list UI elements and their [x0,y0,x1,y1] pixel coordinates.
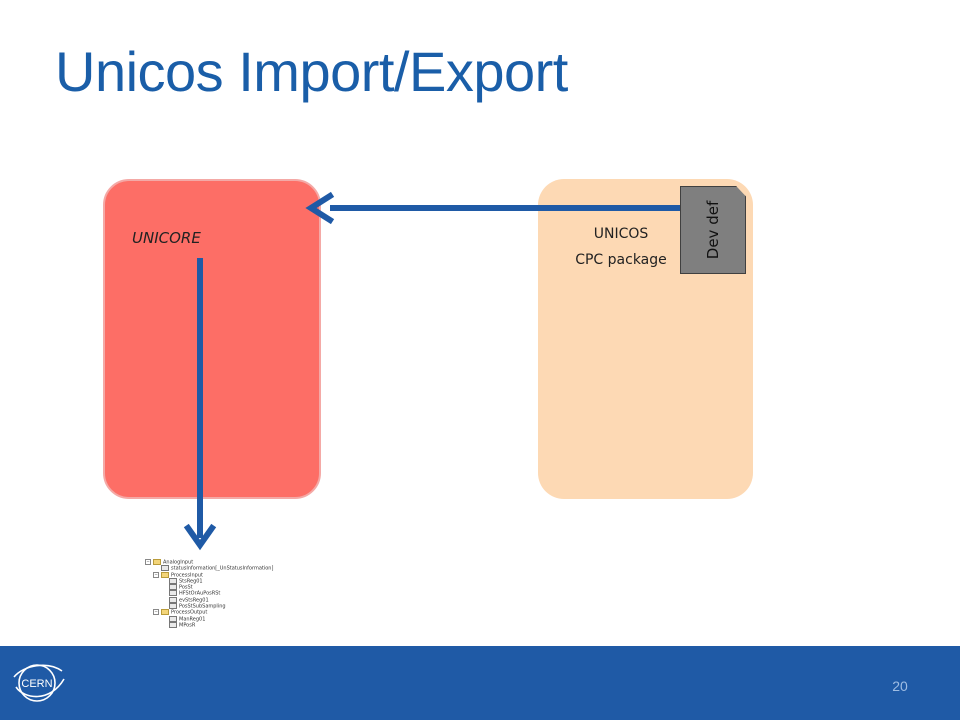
tree-row-label: AnalogInput [163,559,194,566]
export-arrow [305,191,690,225]
unicos-label-line2: CPC package [575,252,667,268]
folder-icon [161,609,169,616]
tree-row-label: statusInformation[_UnStatusInformation] [171,565,274,572]
tree-row[interactable]: PosSt [145,584,285,591]
tree-row[interactable]: − AnalogInput [145,559,285,566]
variable-icon [169,590,177,597]
tree-row-label: ProcessOutput [171,609,208,616]
variable-icon [169,584,177,591]
tree-expander-icon[interactable]: − [153,571,159,578]
cern-logo-icon: CERN [13,664,65,702]
folder-icon [161,571,169,578]
unicos-label-line1: UNICOS [593,226,649,242]
tree-row[interactable]: ManReg01 [145,615,285,623]
tree-row-label: StsReg01 [179,578,203,585]
dev-def-label-wrap: Dev def [680,186,746,274]
import-arrow [183,258,217,551]
variable-icon [169,621,177,628]
tree-row-label: PosStSubSampling [179,603,226,610]
tree-row[interactable]: − ProcessOutput [145,609,285,616]
dev-def-label: Dev def [704,200,722,260]
variable-icon [161,565,169,572]
tree-row[interactable]: evStsReg01 [145,596,285,604]
tree-row-label: PosSt [179,584,193,591]
tree-row-label: ManReg01 [179,616,206,623]
tree-row[interactable]: MPosR [145,621,285,629]
unicos-label: UNICOS CPC package [566,221,676,273]
tree-row-label: evStsReg01 [179,597,209,604]
tree-row[interactable]: − ProcessInput [145,571,285,579]
footer-bar [0,646,960,720]
tree-row[interactable]: StsReg01 [145,577,285,585]
page-number: 20 [892,678,908,694]
tree-row-label: MPosR [179,622,196,629]
cern-logo-text: CERN [21,678,52,690]
dev-def-tab [680,186,746,274]
tree-row[interactable]: PosStSubSampling [145,603,285,610]
tree-row[interactable]: HFStOrAuPosRSt [145,590,285,597]
tree-row-label: ProcessInput [171,572,203,579]
variable-icon [169,596,177,603]
tree-row-label: HFStOrAuPosRSt [179,590,221,597]
tree-expander-icon[interactable]: − [145,559,151,565]
slide-title: Unicos Import/Export [55,40,568,103]
folder-icon [153,559,161,565]
tree-row[interactable]: statusInformation[_UnStatusInformation] [145,565,285,572]
variable-icon [169,615,177,622]
tree-expander-icon[interactable]: − [153,609,159,616]
variable-icon [169,603,177,610]
unicore-box [103,179,321,499]
variable-icon [169,577,177,584]
unicore-label: UNICORE [132,229,201,247]
